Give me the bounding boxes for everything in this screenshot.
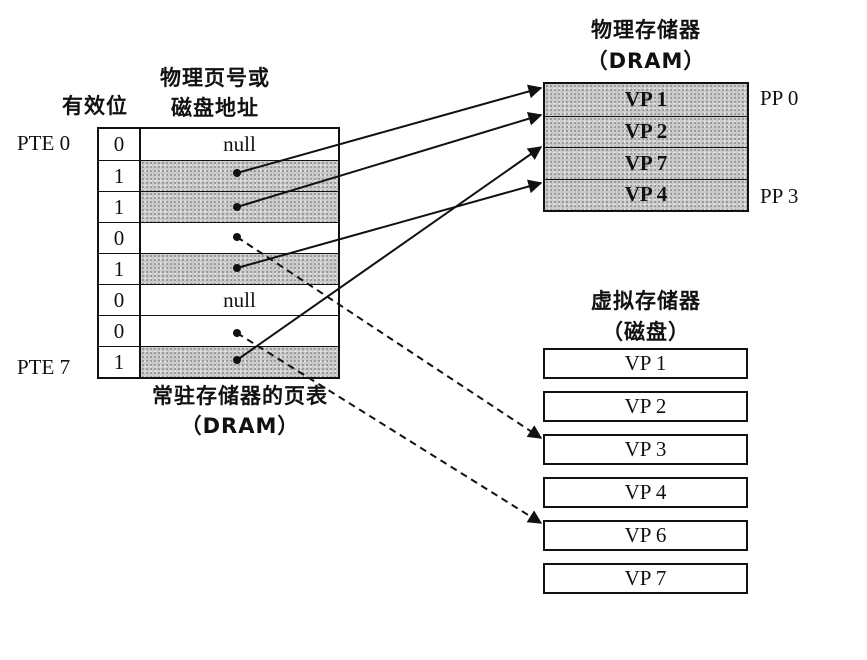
physical-memory-title-line1: 物理存储器	[591, 18, 701, 42]
pte-address: null	[223, 132, 256, 156]
pte-address-physical	[141, 347, 338, 377]
arrow-pte1-to-vp1	[236, 84, 543, 174]
disk-page-vp4: VP 4	[543, 477, 748, 508]
pte-address: null	[223, 287, 256, 312]
physical-page-2: VP 7	[545, 147, 747, 179]
valid-bit: 0	[99, 129, 141, 160]
arrow-pte6-to-disk-vp6	[236, 332, 543, 524]
page-table-caption-line1: 常驻存储器的页表	[152, 384, 328, 408]
physical-page-0: VP 1	[545, 84, 747, 116]
pp0-label: PP 0	[760, 86, 799, 110]
physical-memory-title-line2: （DRAM）	[586, 49, 706, 73]
disk-page-vp6: VP 6	[543, 520, 748, 551]
valid-bit: 1	[99, 161, 141, 191]
arrow-pte2-to-vp2	[236, 111, 543, 208]
pte0-label: PTE 0	[17, 131, 71, 155]
page-table-caption-line2: （DRAM）	[180, 414, 300, 438]
valid-bit: 0	[99, 316, 141, 346]
arrow-pte4-to-vp4	[236, 179, 543, 269]
valid-bit: 1	[99, 254, 141, 284]
disk-page-vp2: VP 2	[543, 391, 748, 422]
disk-page-vp3: VP 3	[543, 434, 748, 465]
pte-row-1: 1	[99, 160, 338, 191]
pte-row-5: 0 null	[99, 284, 338, 315]
pte-address-physical	[141, 192, 338, 222]
pte-row-7: 1	[99, 346, 338, 377]
disk-page-vp7: VP 7	[543, 563, 748, 594]
valid-bit: 1	[99, 347, 141, 377]
physical-page-3: VP 4	[545, 178, 747, 210]
address-header-line1: 物理页号或	[160, 66, 270, 90]
virtual-memory-title-line2: （磁盘）	[602, 320, 690, 344]
virtual-memory-title-line1: 虚拟存储器	[591, 289, 701, 313]
physical-memory: VP 1 VP 2 VP 7 VP 4	[543, 82, 749, 212]
pte-row-2: 1	[99, 191, 338, 222]
arrow-pte3-to-disk-vp3	[236, 236, 543, 439]
page-table: 0 null 1 1 0 1 0 null 0 1	[97, 127, 340, 379]
address-header-line2: 磁盘地址	[171, 96, 259, 120]
pte7-label: PTE 7	[17, 355, 71, 379]
valid-bit-header: 有效位	[62, 94, 128, 118]
arrow-pte7-to-vp7	[236, 146, 543, 361]
pte-row-6: 0	[99, 315, 338, 346]
valid-bit: 0	[99, 285, 141, 315]
valid-bit: 0	[99, 223, 141, 253]
pp3-label: PP 3	[760, 184, 799, 208]
pte-row-3: 0	[99, 222, 338, 253]
valid-bit: 1	[99, 192, 141, 222]
pte-row-0: 0 null	[99, 129, 338, 160]
disk-page-vp1: VP 1	[543, 348, 748, 379]
physical-page-1: VP 2	[545, 115, 747, 147]
